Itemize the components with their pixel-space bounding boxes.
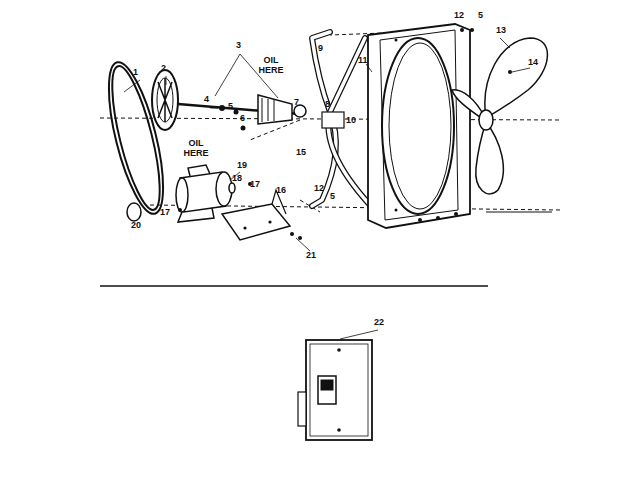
callout-number: 21: [306, 251, 316, 260]
callout-number: 20: [131, 221, 141, 230]
callout-number: 5: [330, 192, 335, 201]
callout-number: 9: [318, 44, 323, 53]
oil-note: OIL HERE: [183, 139, 209, 159]
callout-number: 16: [276, 186, 286, 195]
callout-number: 5: [228, 102, 233, 111]
callout-number: 7: [294, 98, 299, 107]
callout-number: 18: [232, 174, 242, 183]
callout-number: 8: [325, 100, 330, 109]
callout-number: 2: [161, 64, 166, 73]
callout-number: 19: [237, 161, 247, 170]
callout-number: 12: [454, 11, 464, 20]
callout-number: 10: [346, 116, 356, 125]
callout-number: 11: [358, 56, 368, 65]
callout-number: 6: [240, 114, 245, 123]
callout-number: 17: [160, 208, 170, 217]
callout-number: 5: [478, 11, 483, 20]
callout-number: 22: [374, 318, 384, 327]
callout-number: 13: [496, 26, 506, 35]
callout-number: 1: [133, 68, 138, 77]
callout-number: 17: [250, 180, 260, 189]
callout-number: 4: [204, 95, 209, 104]
callout-number: 15: [296, 148, 306, 157]
oil-note: OIL HERE: [258, 56, 284, 76]
callout-number: 12: [314, 184, 324, 193]
callout-number: 14: [528, 58, 538, 67]
callout-number: 3: [236, 41, 241, 50]
